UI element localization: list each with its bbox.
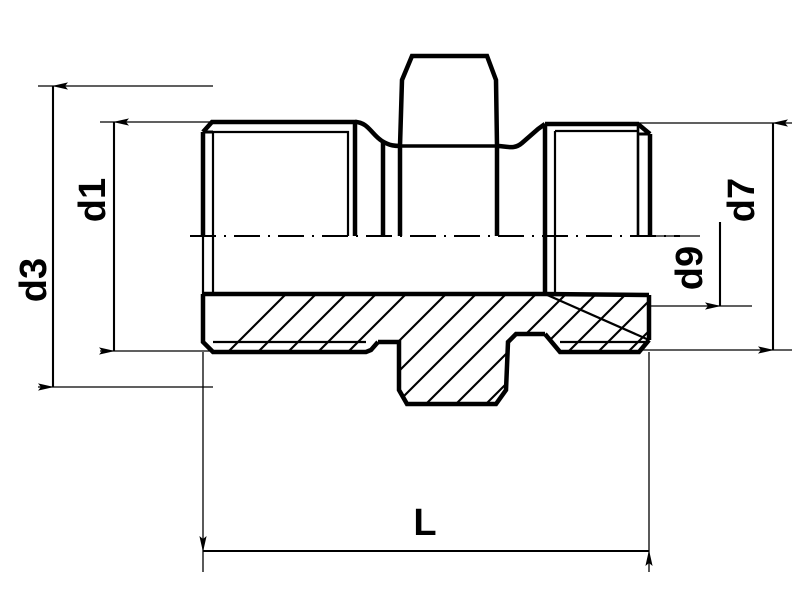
- left-thread-root-top: [213, 130, 350, 236]
- part-upper-view: [200, 53, 653, 236]
- dim-label-d3: d3: [13, 258, 55, 302]
- hex-boss-bottom-profile: [378, 331, 545, 407]
- left-thread-crest-outline: [201, 119, 358, 236]
- dim-label-L: L: [413, 502, 436, 544]
- section-left-chamfer-bottom: [200, 294, 380, 355]
- right-taper-line: [544, 292, 650, 342]
- dimension-labels: d3 d1 d7 d9 L: [13, 178, 763, 544]
- hex-outline: [397, 53, 500, 147]
- section-top-edge-right: [544, 291, 650, 298]
- left-bottom-chamfer-corner: [202, 341, 214, 353]
- dim-label-d1: d1: [72, 178, 114, 222]
- dimension-lines: [38, 82, 788, 566]
- dim-label-d9: d9: [669, 246, 711, 290]
- dim-label-d7: d7: [721, 178, 763, 222]
- right-bottom-chamfer-corner: [638, 339, 650, 353]
- part-lower-section-outline: [200, 236, 652, 407]
- right-thread-runout: [496, 122, 547, 150]
- section-internal-thin-lines: [201, 236, 650, 353]
